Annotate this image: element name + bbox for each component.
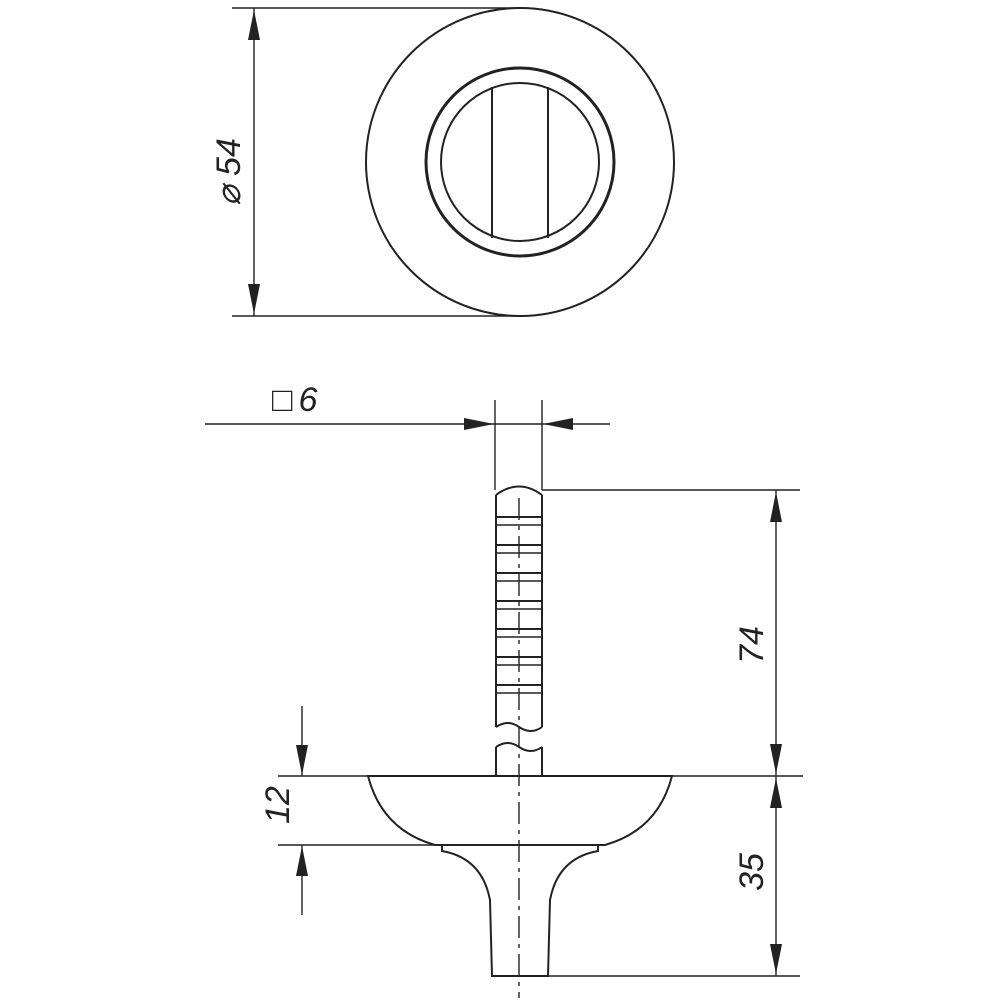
top-view: ⌀ 54	[210, 7, 675, 317]
arrow-35-bottom	[770, 944, 782, 974]
spindle-length-label: 74	[733, 626, 771, 664]
arrow-diameter-top	[248, 10, 260, 40]
arrow-35-top	[770, 778, 782, 808]
arrow-12-top	[296, 745, 308, 775]
arrow-12-bottom	[296, 846, 308, 876]
rose-outer-circle	[365, 7, 675, 317]
spindle-tip	[495, 485, 543, 496]
arrow-diameter-bottom	[248, 284, 260, 314]
rose-ring-outer	[424, 66, 616, 258]
arrow-square-right	[543, 418, 573, 430]
turn-knob	[441, 845, 599, 977]
square-label: □6	[272, 381, 318, 419]
arrow-74-top	[770, 492, 782, 522]
rose-body	[366, 775, 674, 846]
rose-ring-inner	[440, 82, 600, 242]
side-view: □6	[205, 381, 803, 998]
diameter-label: ⌀ 54	[210, 138, 248, 206]
knob-height-label: 35	[733, 853, 771, 891]
rose-height-label: 12	[259, 786, 297, 824]
arrow-square-left	[464, 418, 494, 430]
arrow-74-bottom	[770, 744, 782, 774]
